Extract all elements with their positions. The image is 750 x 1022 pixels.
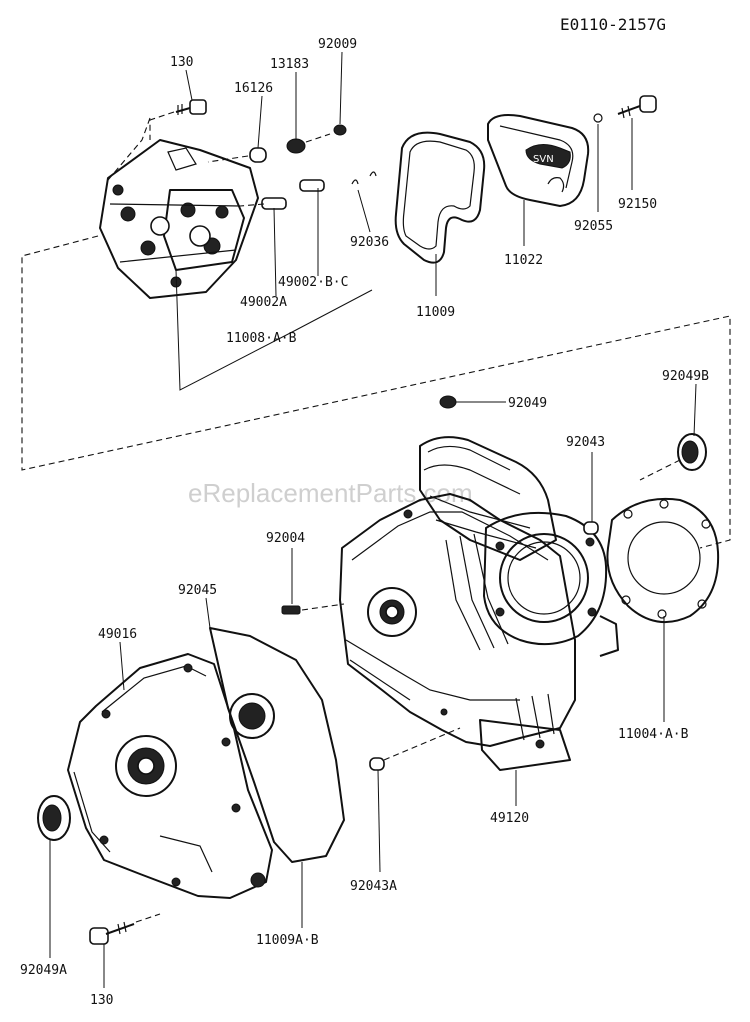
crankcase-cover-49016[interactable] (67, 653, 273, 899)
label-49002a: 49002A (240, 295, 287, 310)
label-49120: 49120 (490, 811, 529, 826)
washer-92055[interactable] (593, 113, 603, 123)
label-92150: 92150 (618, 197, 657, 212)
label-92004: 92004 (266, 531, 305, 546)
bolt-130-bottom[interactable] (89, 921, 135, 945)
dowel-pin-92043a[interactable] (369, 757, 385, 771)
watermark: eReplacementParts.com (188, 478, 473, 508)
clip-92036[interactable] (351, 171, 377, 185)
diagram-code: E0110-2157G (560, 15, 666, 34)
label-92009: 92009 (318, 37, 357, 52)
dowel-pin-92043[interactable] (583, 521, 599, 535)
label-49002bc: 49002·B·C (278, 275, 348, 290)
label-11004ab: 11004·A·B (618, 727, 689, 742)
stud-92004[interactable] (281, 605, 301, 615)
gasket-11009[interactable] (394, 131, 486, 264)
plug-92049[interactable] (439, 395, 457, 409)
label-92043: 92043 (566, 435, 605, 450)
oil-seal-92049a[interactable] (37, 795, 71, 841)
plug-92009[interactable] (333, 124, 347, 136)
valve-guide-49002bc[interactable] (299, 179, 325, 192)
label-92045: 92045 (178, 583, 217, 598)
gasket-92045[interactable] (209, 627, 345, 863)
label-92055: 92055 (574, 219, 613, 234)
upper-assembly-outline (21, 117, 731, 549)
cylinder-gasket-11004[interactable] (606, 497, 720, 623)
label-130-top: 130 (170, 55, 193, 70)
bearing-on-gasket[interactable] (229, 693, 275, 739)
label-130-bottom: 130 (90, 993, 113, 1008)
leader-lines (49, 51, 697, 988)
rocker-cover-11022[interactable]: SVN (487, 114, 590, 207)
label-11008ab: 11008·A·B (226, 331, 297, 346)
cylinder-block[interactable] (419, 436, 619, 657)
label-11009: 11009 (416, 305, 455, 320)
label-13183: 13183 (270, 57, 309, 72)
valve-guide-49002a[interactable] (261, 197, 287, 210)
label-49016: 49016 (98, 627, 137, 642)
label-16126: 16126 (234, 81, 273, 96)
bolt-130-top[interactable] (175, 99, 207, 115)
cover-emblem-text: SVN (533, 154, 554, 165)
label-11009ab: 11009A·B (256, 933, 319, 948)
label-92049b: 92049B (662, 369, 709, 384)
part-labels: 130 92009 13183 16126 92036 49002·B·C 49… (20, 37, 709, 1008)
valve-seal-13183[interactable] (286, 138, 306, 154)
label-92036: 92036 (350, 235, 389, 250)
crankcase-49120[interactable] (339, 493, 576, 771)
oil-seal-92049b[interactable] (677, 433, 707, 471)
label-92049a: 92049A (20, 963, 67, 978)
cylinder-head[interactable] (99, 139, 259, 299)
label-92049: 92049 (508, 396, 547, 411)
dowel-pin-16126[interactable] (249, 147, 267, 163)
bolt-92150[interactable] (617, 95, 657, 119)
label-92043a: 92043A (350, 879, 397, 894)
label-11022: 11022 (504, 253, 543, 268)
